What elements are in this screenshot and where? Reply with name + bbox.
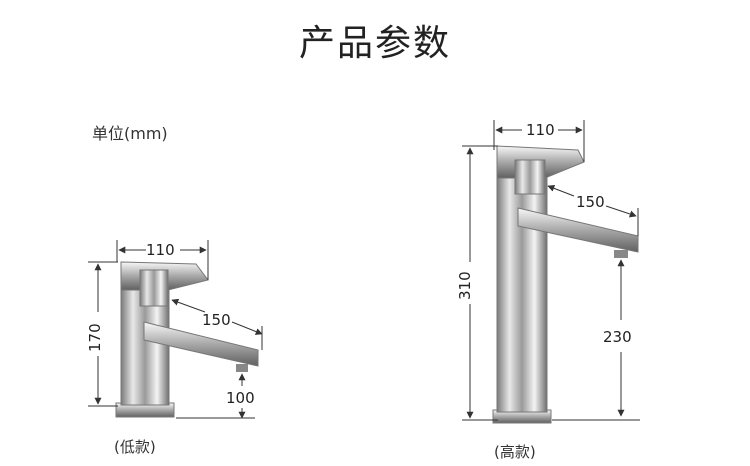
high-height-label: 310 (456, 271, 474, 300)
high-faucet-aerator (614, 250, 628, 258)
low-spout-height-label: 100 (226, 389, 255, 407)
low-faucet-aerator (236, 364, 248, 372)
low-width-label: 110 (146, 241, 175, 259)
low-dimensions (88, 240, 263, 419)
high-spout-height-label: 230 (603, 328, 632, 346)
unit-label: 单位(mm) (92, 124, 168, 143)
low-spout-label: 150 (202, 311, 231, 329)
high-caption: (高款) (494, 443, 536, 461)
high-spout-label: 150 (576, 193, 605, 211)
high-dimensions (462, 120, 640, 421)
low-faucet (115, 261, 259, 418)
high-width-label: 110 (526, 121, 555, 139)
low-faucet-body (120, 289, 170, 406)
low-faucet-spout (143, 321, 259, 367)
low-height-label: 170 (86, 323, 104, 352)
page-title: 产品参数 (298, 23, 451, 64)
low-faucet-handle-neck (139, 269, 169, 307)
high-faucet-handle-neck (514, 159, 546, 195)
high-faucet (492, 145, 639, 424)
high-faucet-spout (517, 207, 639, 253)
low-caption: (低款) (114, 438, 156, 456)
